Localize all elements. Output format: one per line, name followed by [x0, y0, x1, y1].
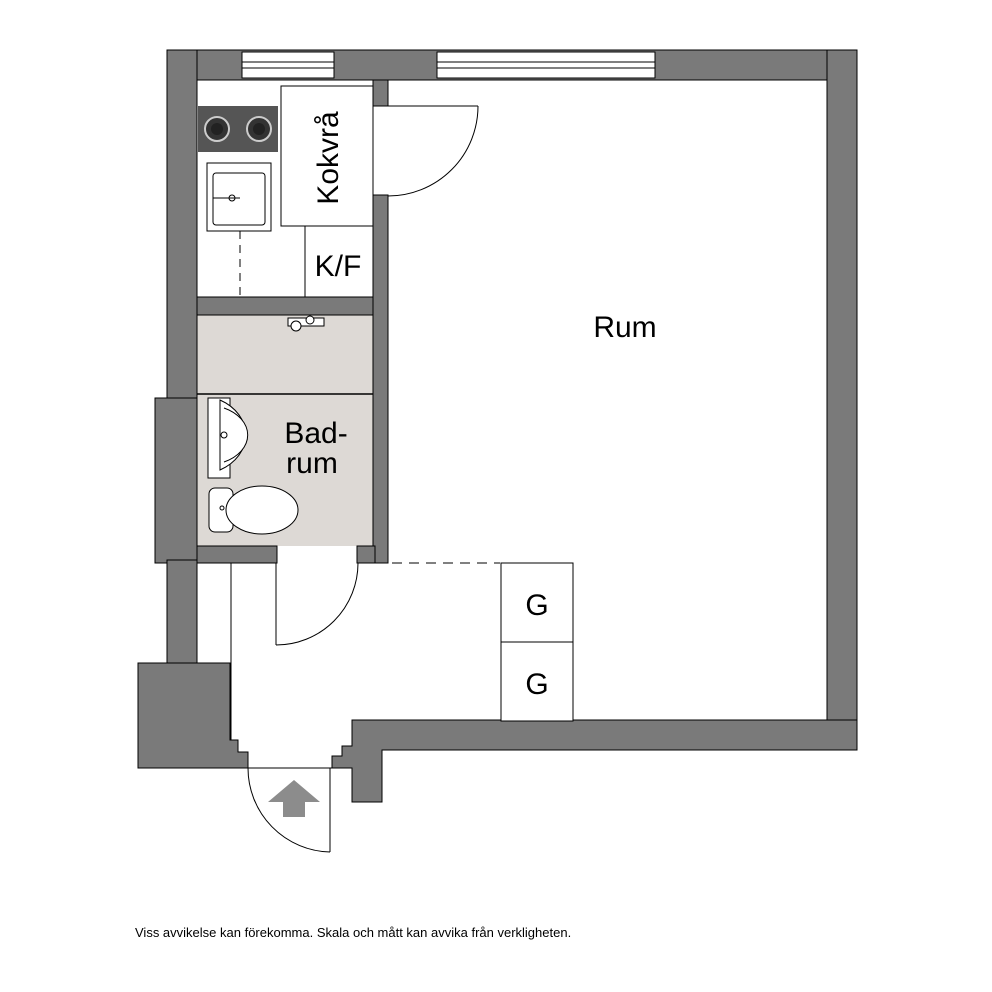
room-label-closet: Kokvrå — [312, 111, 345, 205]
wall-left-upper — [166, 49, 198, 401]
closet — [280, 85, 374, 227]
toilet-icon — [208, 485, 299, 535]
washbasin-icon — [207, 397, 249, 479]
room-label-bath-2: rum — [286, 447, 338, 480]
entrance-arrow-icon — [268, 780, 320, 817]
wall-left-lower — [166, 559, 198, 666]
wall-closet-stub — [372, 79, 389, 107]
wardrobe-label-1: G — [525, 589, 548, 622]
window-icon — [241, 51, 656, 79]
wall-kitchen-bath — [196, 296, 376, 316]
entrance-door-swing — [247, 767, 332, 853]
hall-lines — [197, 562, 500, 740]
wardrobe-2 — [500, 641, 574, 722]
wall-bottom-right — [331, 719, 858, 803]
wall-bath-right — [372, 194, 389, 564]
wall-bath-bottom-right — [356, 545, 376, 564]
room-label-main: Rum — [593, 311, 656, 344]
fridge-freezer-label: K/F — [315, 250, 362, 283]
sink-icon — [206, 162, 272, 232]
faucet-icon — [287, 315, 325, 332]
walls — [137, 49, 858, 803]
fridge-freezer — [304, 225, 374, 298]
wall-right — [826, 49, 858, 751]
wardrobe-1 — [500, 562, 574, 643]
wall-left-pillar — [154, 397, 198, 564]
wall-bath-bottom — [196, 545, 278, 564]
wall-bottom-left — [137, 662, 249, 769]
door-swing-icon — [387, 105, 479, 197]
wardrobe-label-2: G — [525, 668, 548, 701]
room-label-bath-1: Bad- — [284, 417, 347, 450]
stove-burner-icon — [198, 106, 278, 152]
bathroom-door-swing — [275, 562, 359, 646]
disclaimer-text: Viss avvikelse kan förekomma. Skala och … — [135, 925, 572, 940]
